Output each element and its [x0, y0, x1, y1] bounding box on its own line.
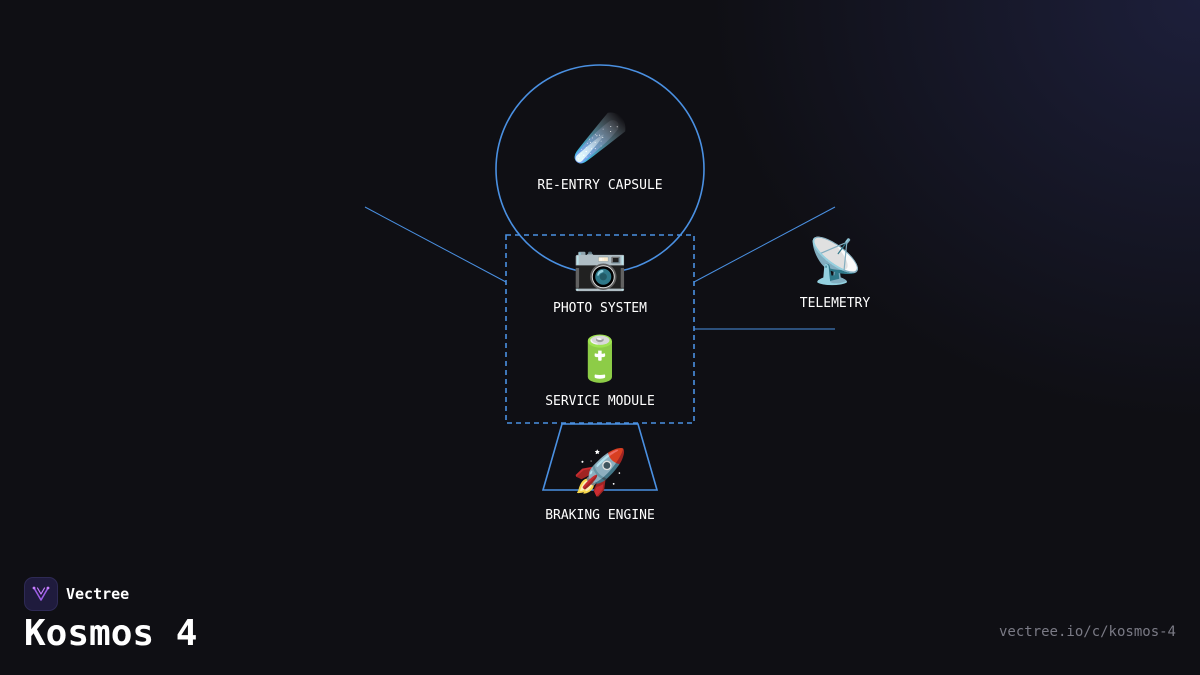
satellite-antenna-icon: 📡 [808, 233, 863, 287]
source-url[interactable]: vectree.io/c/kosmos-4 [998, 624, 1176, 640]
battery-icon: 🔋 [573, 334, 628, 385]
service-module-label: SERVICE MODULE [545, 394, 655, 409]
vectree-logo-icon [24, 577, 58, 611]
telemetry-label: TELEMETRY [800, 296, 871, 311]
comet-icon: ☄️ [573, 110, 628, 166]
braking-engine-shape[interactable] [541, 423, 659, 491]
left-antenna-line [364, 206, 507, 283]
instrument-compartment-shape[interactable] [505, 234, 695, 424]
photo-system-label: PHOTO SYSTEM [553, 301, 647, 316]
camera-icon: 📷 [573, 242, 628, 293]
re-entry-capsule-shape[interactable] [495, 64, 705, 274]
re-entry-capsule-label: RE-ENTRY CAPSULE [537, 178, 662, 193]
brand: Vectree [24, 577, 129, 611]
page-title: Kosmos 4 [24, 613, 198, 654]
brand-name: Vectree [66, 585, 130, 603]
right-antenna-line [693, 206, 836, 283]
braking-engine-label: BRAKING ENGINE [545, 508, 655, 523]
rocket-icon: 🚀 [573, 447, 628, 498]
